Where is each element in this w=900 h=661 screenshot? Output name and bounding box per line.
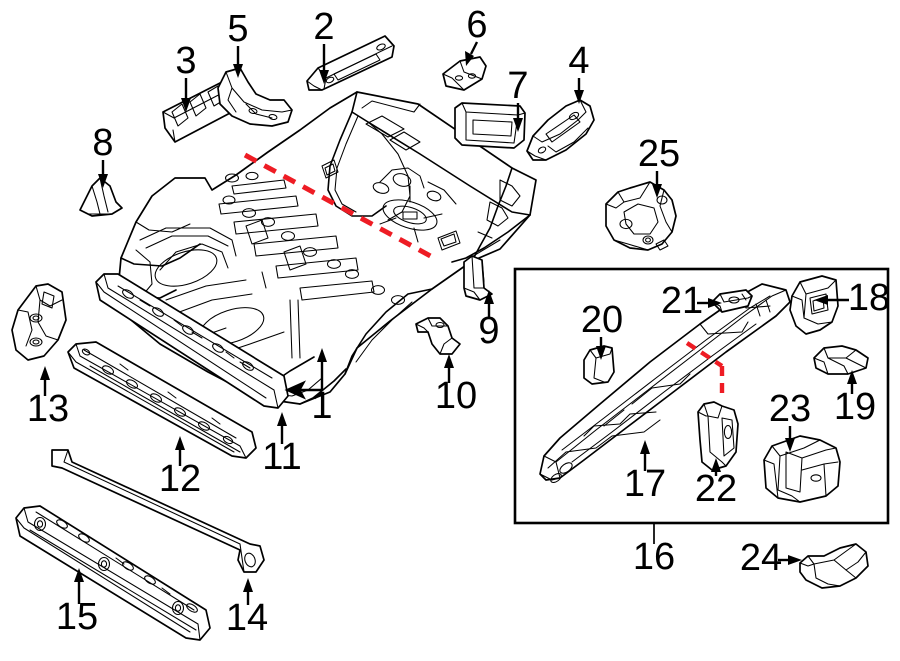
part-15-lower-side-rail: [15, 505, 211, 641]
callout-label-5: 5: [227, 8, 248, 50]
callout-label-16: 16: [633, 536, 675, 578]
part-floor-pan: [117, 91, 537, 405]
callout-label-14: 14: [226, 597, 268, 639]
callout-label-11: 11: [262, 436, 301, 478]
callout-label-19: 19: [834, 386, 876, 428]
callout-label-25: 25: [638, 133, 680, 175]
part-9-upright-bracket: [463, 255, 493, 301]
callout-label-4: 4: [568, 40, 589, 82]
part-5-wheelhouse-brace: [217, 67, 293, 127]
callout-label-23: 23: [769, 388, 811, 430]
callout-label-15: 15: [56, 596, 98, 638]
callout-leaders: [40, 41, 857, 605]
part-6-clip-plate: [442, 56, 487, 91]
callout-label-9: 9: [478, 310, 499, 352]
callout-label-20: 20: [581, 299, 623, 341]
part-12-inner-sill-rail: [67, 341, 257, 459]
callout-label-12: 12: [159, 458, 201, 500]
callout-label-7: 7: [507, 65, 528, 107]
part-25-shock-tower-bracket: [605, 181, 677, 251]
part-20-small-end-cap: [583, 345, 615, 385]
callout-label-24: 24: [740, 537, 782, 579]
callout-label-8: 8: [92, 122, 113, 164]
callout-label-1: 1: [311, 385, 332, 427]
callout-label-6: 6: [466, 4, 487, 46]
callout-label-13: 13: [27, 388, 69, 430]
part-24-formed-tab-bracket: [799, 543, 869, 589]
callout-label-10: 10: [435, 375, 477, 417]
callout-label-22: 22: [695, 468, 737, 510]
callout-label-17: 17: [624, 463, 666, 505]
part-13-rear-body-bracket: [11, 283, 67, 361]
part-22-jack-point-bracket: [697, 401, 739, 471]
callout-numbers: 1 2 3 4 5 6 7 8 9 10 11 12 13 14 15 16 1…: [27, 4, 890, 639]
part-19-wedge-bracket: [813, 345, 869, 375]
callout-label-18: 18: [848, 277, 890, 319]
part-23-u-channel-bracket: [763, 435, 841, 503]
callout-label-2: 2: [313, 6, 334, 48]
part-11-floor-side-rail: [95, 273, 289, 409]
section-highlight-lines: [243, 152, 725, 399]
part-4-side-bracket-long: [526, 99, 595, 161]
rocker-assembly-inset-box: [513, 267, 890, 525]
part-14-tie-rod-brace: [51, 449, 265, 573]
callout-label-3: 3: [175, 40, 196, 82]
part-10-angled-tab-bracket: [415, 317, 461, 355]
part-7-channel-bracket: [454, 102, 526, 149]
part-8-corner-gusset: [79, 177, 123, 217]
part-17-rocker-panel-inner: [539, 283, 791, 483]
part-18-rear-closeout-panel: [789, 275, 839, 335]
callout-label-21: 21: [661, 280, 703, 322]
